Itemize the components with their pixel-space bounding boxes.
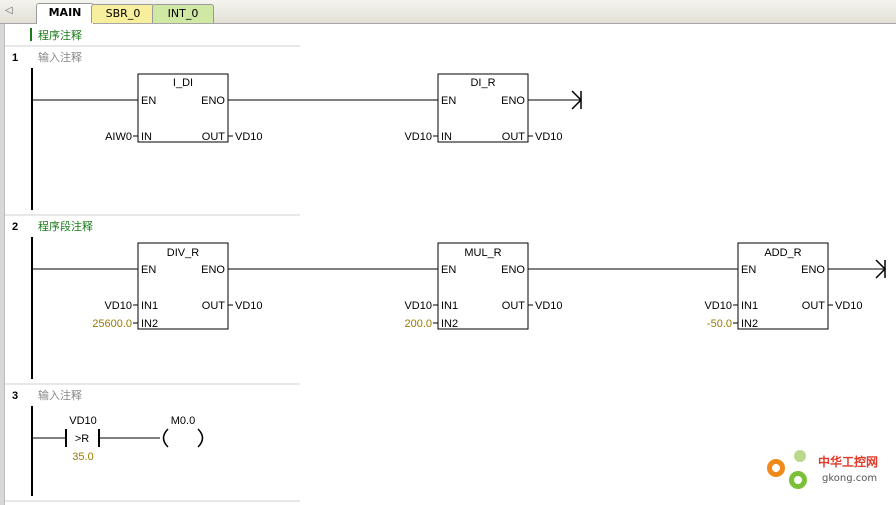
constant-in2[interactable]: 25600.0 — [92, 318, 132, 330]
editor-left-gutter — [0, 24, 5, 505]
operand-in[interactable]: AIW0 — [105, 131, 132, 143]
pin-in2: IN2 — [741, 318, 758, 330]
box-title: I_DI — [173, 77, 193, 89]
pin-out: OUT — [802, 300, 826, 312]
operand-in[interactable]: VD10 — [404, 131, 432, 143]
pin-eno: ENO — [801, 264, 825, 276]
network-number: 3 — [12, 390, 18, 402]
box-add-r[interactable]: ADD_R EN ENO IN1 IN2 OUT VD10 -50.0 VD10 — [704, 242, 863, 330]
constant-in2[interactable]: 200.0 — [404, 318, 432, 330]
network-2[interactable]: 2 程序段注释 DIV_R EN ENO IN1 IN2 OUT VD10 25… — [12, 219, 887, 379]
gear-icon — [767, 450, 807, 489]
operand-in1[interactable]: VD10 — [704, 300, 732, 312]
pin-in2: IN2 — [141, 318, 158, 330]
pou-tab-bar: ◁ MAIN SBR_0 INT_0 — [0, 0, 896, 24]
pin-in1: IN1 — [141, 300, 158, 312]
network-3[interactable]: 3 输入注释 VD10 >R 35.0 M0.0 — [12, 388, 204, 496]
compare-contact-gt-r[interactable]: VD10 >R 35.0 — [65, 415, 100, 463]
contact-operand[interactable]: VD10 — [69, 415, 97, 427]
operand-out[interactable]: VD10 — [235, 131, 263, 143]
pin-out: OUT — [202, 300, 226, 312]
compare-operator: >R — [75, 433, 89, 445]
pin-en: EN — [141, 264, 156, 276]
tab-int-0[interactable]: INT_0 — [152, 4, 214, 23]
pin-en: EN — [141, 95, 156, 107]
pin-eno: ENO — [501, 95, 525, 107]
rung-end-icon — [875, 259, 887, 279]
watermark-url: gkong.com — [822, 473, 877, 484]
pin-en: EN — [441, 95, 456, 107]
pin-in: IN — [441, 131, 452, 143]
pin-in1: IN1 — [441, 300, 458, 312]
constant-in2[interactable]: -50.0 — [707, 318, 732, 330]
network-comment[interactable]: 程序段注释 — [38, 219, 93, 233]
operand-out[interactable]: VD10 — [235, 300, 263, 312]
network-number: 2 — [12, 221, 18, 233]
box-div-r[interactable]: DIV_R EN ENO IN1 IN2 OUT VD10 25600.0 VD… — [92, 242, 263, 330]
operand-out[interactable]: VD10 — [535, 131, 563, 143]
operand-out[interactable]: VD10 — [535, 300, 563, 312]
pin-out: OUT — [502, 131, 526, 143]
network-comment[interactable]: 输入注释 — [38, 388, 82, 402]
operand-out[interactable]: VD10 — [835, 300, 863, 312]
pin-out: OUT — [202, 131, 226, 143]
network-1[interactable]: 1 输入注释 I_DI EN ENO IN OUT AIW0 VD10 DI_R… — [12, 50, 583, 210]
network-number: 1 — [12, 52, 18, 64]
box-title: DIV_R — [167, 247, 199, 259]
tab-scroll-left-icon[interactable]: ◁ — [5, 5, 13, 16]
pin-in1: IN1 — [741, 300, 758, 312]
operand-in1[interactable]: VD10 — [104, 300, 132, 312]
watermark-brand: 中华工控网 — [818, 454, 878, 469]
output-coil[interactable]: M0.0 — [162, 415, 204, 448]
network-comment[interactable]: 输入注释 — [38, 50, 82, 64]
coil-operand[interactable]: M0.0 — [171, 415, 195, 427]
pin-in2: IN2 — [441, 318, 458, 330]
pin-eno: ENO — [501, 264, 525, 276]
box-title: DI_R — [470, 77, 495, 89]
tab-main[interactable]: MAIN — [36, 3, 94, 24]
box-di-r[interactable]: DI_R EN ENO IN OUT VD10 VD10 — [404, 73, 563, 143]
compare-constant[interactable]: 35.0 — [72, 451, 93, 463]
box-title: ADD_R — [764, 247, 801, 259]
pin-en: EN — [441, 264, 456, 276]
program-comment-marker — [30, 28, 32, 41]
box-mul-r[interactable]: MUL_R EN ENO IN1 IN2 OUT VD10 200.0 VD10 — [404, 242, 563, 330]
pin-eno: ENO — [201, 264, 225, 276]
operand-in1[interactable]: VD10 — [404, 300, 432, 312]
pin-out: OUT — [502, 300, 526, 312]
watermark-logo: 中华工控网 gkong.com — [762, 444, 892, 494]
program-comment[interactable]: 程序注释 — [38, 28, 82, 42]
pin-in: IN — [141, 131, 152, 143]
rung-end-icon — [571, 90, 583, 110]
pin-en: EN — [741, 264, 756, 276]
pin-eno: ENO — [201, 95, 225, 107]
box-i-di[interactable]: I_DI EN ENO IN OUT AIW0 VD10 — [105, 73, 263, 143]
box-title: MUL_R — [464, 247, 501, 259]
